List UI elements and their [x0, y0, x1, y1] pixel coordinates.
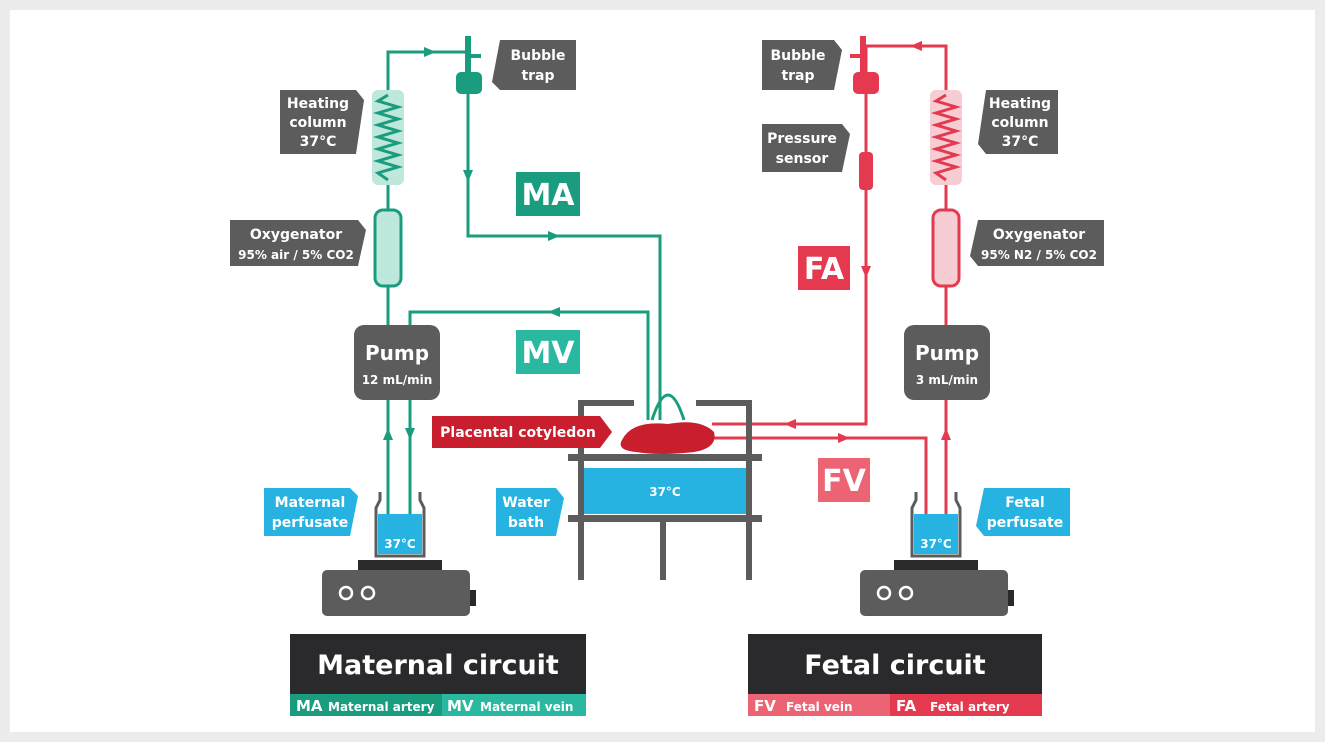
ma-tag: MA — [516, 172, 580, 216]
fetal-bubble-trap — [850, 36, 879, 94]
svg-text:Bubble: Bubble — [771, 48, 826, 64]
fetal-legend: Fetal circuit FV Fetal vein FA Fetal art… — [748, 634, 1042, 716]
svg-text:column: column — [289, 115, 346, 131]
water-bath-stand — [568, 400, 762, 580]
maternal-pump[interactable]: Pump 12 mL/min — [354, 325, 440, 400]
maternal-bubble-trap-label: Bubble trap — [492, 40, 576, 90]
svg-text:Placental cotyledon: Placental cotyledon — [440, 425, 596, 441]
maternal-perfusate-label: Maternal perfusate — [264, 488, 358, 536]
svg-text:37°C: 37°C — [300, 134, 337, 150]
maternal-pump-title: Pump — [365, 341, 429, 365]
fetal-beaker: 37°C — [910, 492, 962, 558]
svg-text:37°C: 37°C — [1002, 134, 1039, 150]
water-bath: 37°C — [584, 468, 746, 514]
fetal-flow-arrows — [784, 41, 951, 443]
maternal-bubble-trap — [456, 36, 482, 94]
svg-text:Oxygenator: Oxygenator — [250, 227, 342, 243]
maternal-heating-coil — [372, 93, 404, 182]
legend-ma-abbr: MA — [296, 697, 323, 715]
legend-fa-text: Fetal artery — [930, 700, 1010, 714]
fetal-legend-title: Fetal circuit — [804, 650, 985, 681]
svg-text:trap: trap — [521, 68, 554, 84]
bath-temp: 37°C — [649, 485, 681, 499]
maternal-oxygenator — [373, 208, 403, 288]
svg-text:bath: bath — [508, 515, 544, 531]
svg-text:trap: trap — [781, 68, 814, 84]
fetal-stirrer — [860, 560, 1014, 616]
svg-text:MV: MV — [521, 336, 575, 371]
fetal-beaker-temp: 37°C — [920, 537, 952, 551]
svg-text:Pressure: Pressure — [767, 131, 837, 147]
maternal-beaker-temp: 37°C — [384, 537, 416, 551]
maternal-legend-title: Maternal circuit — [317, 650, 559, 681]
svg-text:FV: FV — [822, 464, 866, 499]
svg-text:Heating: Heating — [287, 96, 349, 112]
diagram-frame: Pump 12 mL/min Pump 3 mL/min 37°C 37°C — [10, 10, 1315, 732]
svg-text:column: column — [991, 115, 1048, 131]
maternal-flow-arrows — [383, 47, 560, 440]
legend-ma-text: Maternal artery — [328, 700, 435, 714]
fetal-pump[interactable]: Pump 3 mL/min — [904, 325, 990, 400]
pressure-sensor-label: Pressure sensor — [762, 124, 850, 172]
fetal-bubble-trap-label: Bubble trap — [762, 40, 842, 90]
water-bath-label: Water bath — [496, 488, 564, 536]
maternal-oxygenator-label: Oxygenator 95% air / 5% CO2 — [230, 220, 366, 266]
svg-text:FA: FA — [804, 252, 845, 287]
maternal-legend: Maternal circuit MA Maternal artery MV M… — [290, 634, 586, 716]
fetal-oxygenator-label: Oxygenator 95% N2 / 5% CO2 — [970, 220, 1104, 266]
fetal-pump-title: Pump — [915, 341, 979, 365]
fetal-heating-coil — [930, 93, 962, 182]
fa-tag: FA — [798, 246, 850, 290]
svg-text:Maternal: Maternal — [275, 495, 346, 511]
legend-fv-text: Fetal vein — [786, 700, 853, 714]
placental-cotyledon — [620, 422, 715, 454]
legend-fv-abbr: FV — [754, 697, 776, 715]
svg-text:MA: MA — [521, 178, 575, 213]
maternal-heating-column-label: Heating column 37°C — [280, 90, 364, 154]
fetal-pump-rate: 3 mL/min — [916, 373, 978, 387]
maternal-stirrer — [322, 560, 476, 616]
svg-text:Bubble: Bubble — [511, 48, 566, 64]
svg-text:Heating: Heating — [989, 96, 1051, 112]
legend-mv-abbr: MV — [447, 697, 474, 715]
perfusion-diagram: Pump 12 mL/min Pump 3 mL/min 37°C 37°C — [230, 36, 1104, 716]
maternal-pump-rate: 12 mL/min — [362, 373, 433, 387]
legend-mv-text: Maternal vein — [480, 700, 573, 714]
svg-text:Oxygenator: Oxygenator — [993, 227, 1085, 243]
svg-text:perfusate: perfusate — [272, 515, 348, 531]
svg-text:Water: Water — [502, 495, 550, 511]
fetal-heating-column-label: Heating column 37°C — [978, 90, 1058, 154]
fetal-pressure-sensor — [859, 152, 873, 190]
svg-text:sensor: sensor — [776, 151, 829, 167]
cotyledon-label: Placental cotyledon — [432, 416, 612, 448]
svg-text:95% N2 / 5% CO2: 95% N2 / 5% CO2 — [981, 248, 1097, 262]
mv-tag: MV — [516, 330, 580, 374]
maternal-beaker: 37°C — [374, 492, 426, 558]
fv-tag: FV — [818, 458, 870, 502]
fetal-oxygenator — [931, 208, 961, 288]
legend-fa-abbr: FA — [896, 697, 917, 715]
svg-text:Fetal: Fetal — [1005, 495, 1044, 511]
fetal-perfusate-label: Fetal perfusate — [976, 488, 1070, 536]
maternal-tubing — [386, 50, 686, 520]
svg-text:perfusate: perfusate — [987, 515, 1063, 531]
svg-text:95% air / 5% CO2: 95% air / 5% CO2 — [238, 248, 354, 262]
